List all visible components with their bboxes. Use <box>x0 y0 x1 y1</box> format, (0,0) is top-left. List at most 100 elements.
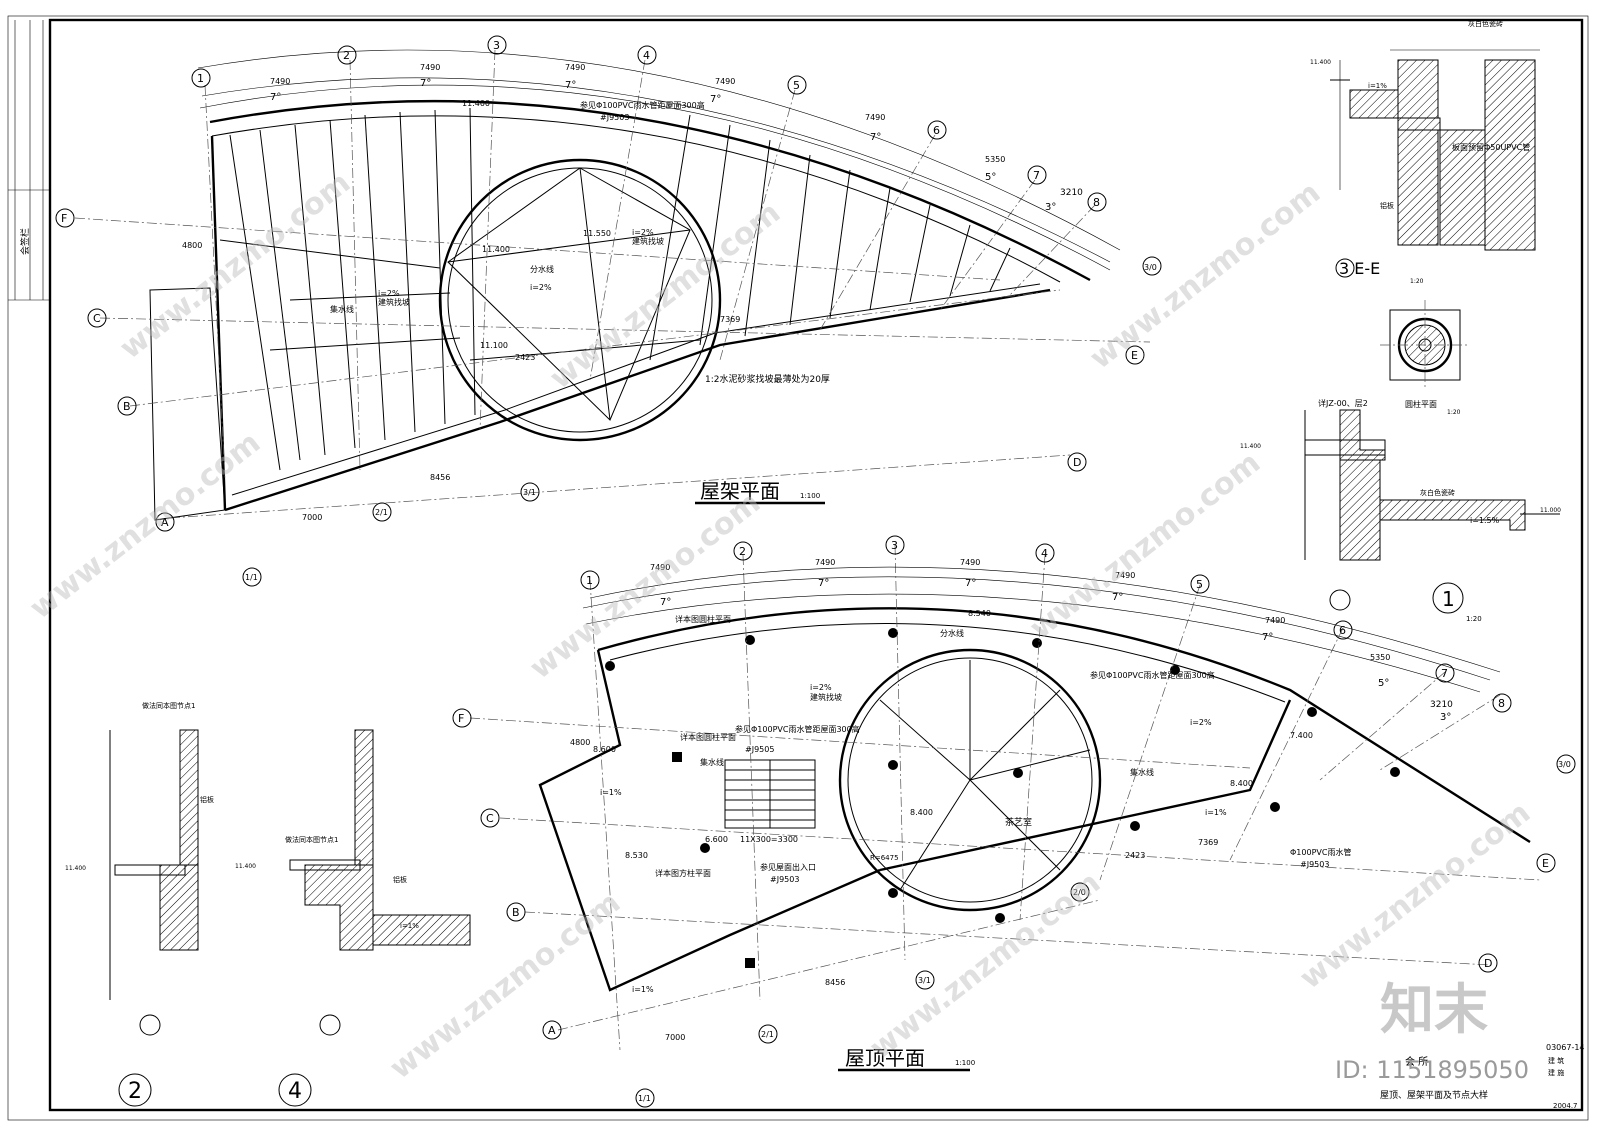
column-plan-title: 圆柱平面 <box>1405 399 1437 409</box>
svg-text:8.540: 8.540 <box>968 609 991 618</box>
truss-axis-bubbles <box>55 35 1162 587</box>
svg-text:3210: 3210 <box>1430 700 1453 710</box>
svg-text:3/1: 3/1 <box>523 488 536 497</box>
svg-text:www.znzmo.com: www.znzmo.com <box>523 485 767 686</box>
svg-text:F: F <box>61 212 67 225</box>
svg-text:7490: 7490 <box>565 63 585 72</box>
svg-text:2: 2 <box>739 545 746 558</box>
d1-elev2: 11.000 <box>1540 507 1561 514</box>
roof-plan-scale: 1:100 <box>955 1059 975 1067</box>
detail-1: 11.400 11.000 详JZ-00、层2 灰白色瓷砖 i=1.5% 1 1… <box>1240 398 1561 623</box>
svg-text:#J9503: #J9503 <box>600 113 629 122</box>
svg-text:8: 8 <box>1093 196 1100 209</box>
svg-text:7490: 7490 <box>270 77 290 86</box>
roof-plan-title: 屋顶平面 <box>845 1046 925 1070</box>
svg-text:#J9505: #J9505 <box>745 745 774 754</box>
svg-text:www.znzmo.com: www.znzmo.com <box>1293 795 1537 996</box>
drawing-frame <box>48 18 1584 1112</box>
svg-text:B: B <box>512 906 520 919</box>
svg-text:集水线: 集水线 <box>1130 767 1154 777</box>
svg-text:7490: 7490 <box>1115 571 1135 580</box>
svg-text:7: 7 <box>1033 169 1040 182</box>
roof-axis-bubbles <box>452 535 1576 1108</box>
svg-text:www.znzmo.com: www.znzmo.com <box>1023 445 1267 646</box>
svg-text:E: E <box>1542 857 1549 870</box>
svg-text:2/0: 2/0 <box>1073 888 1086 897</box>
svg-text:建筑找坡: 建筑找坡 <box>810 692 842 702</box>
svg-text:1:2水泥砂浆找坡最薄处为20厚: 1:2水泥砂浆找坡最薄处为20厚 <box>705 373 830 385</box>
svg-text:www.znzmo.com: www.znzmo.com <box>113 165 357 366</box>
svg-text:详本图方柱平面: 详本图方柱平面 <box>655 868 711 878</box>
svg-text:i=1%: i=1% <box>632 985 654 994</box>
d2-note: 做法同本图节点1 <box>142 701 195 710</box>
svg-text:i=2%: i=2% <box>1190 718 1212 727</box>
svg-text:D: D <box>1073 456 1081 469</box>
d4-al: 铝板 <box>393 875 407 884</box>
truss-rafters <box>219 107 1011 471</box>
section-ee: 11.400 灰白色瓷砖 板面预留Φ50UPVC管 铝板 i=1% 3 E-E … <box>1310 19 1540 285</box>
svg-text:7°: 7° <box>818 578 829 589</box>
svg-text:7°: 7° <box>660 597 671 608</box>
svg-text:7490: 7490 <box>865 113 885 122</box>
svg-text:2423: 2423 <box>1125 851 1145 860</box>
ee-slope: i=1% <box>1368 82 1387 90</box>
svg-text:3: 3 <box>493 39 500 52</box>
svg-text:7°: 7° <box>965 578 976 589</box>
svg-text:A: A <box>161 516 169 529</box>
svg-text:参见Φ100PVC雨水管距屋面300高: 参见Φ100PVC雨水管距屋面300高 <box>735 724 860 734</box>
svg-text:7490: 7490 <box>650 563 670 572</box>
sheet-border <box>7 15 1589 1121</box>
svg-text:www.znzmo.com: www.znzmo.com <box>1083 175 1327 376</box>
svg-text:1: 1 <box>586 574 593 587</box>
svg-text:7000: 7000 <box>665 1033 685 1042</box>
svg-text:i=1%: i=1% <box>600 788 622 797</box>
svg-text:7490: 7490 <box>960 558 980 567</box>
svg-text:3: 3 <box>891 539 898 552</box>
svg-text:i=1%: i=1% <box>1205 808 1227 817</box>
svg-text:8456: 8456 <box>825 978 845 987</box>
svg-text:5°: 5° <box>985 172 996 183</box>
svg-text:C: C <box>486 812 494 825</box>
tea-room-circle <box>838 648 1102 912</box>
svg-text:3/1: 3/1 <box>918 976 931 985</box>
column-plan-scale: 1:20 <box>1447 409 1461 416</box>
svg-text:i=2%: i=2% <box>530 283 552 292</box>
svg-text:#J9503: #J9503 <box>770 875 799 884</box>
tea-room-label: 茶艺室 <box>1005 816 1032 828</box>
tb-disc1: 建 筑 <box>1548 1056 1564 1065</box>
svg-text:7°: 7° <box>710 94 721 105</box>
svg-text:8.400: 8.400 <box>910 808 933 817</box>
svg-text:7369: 7369 <box>720 315 740 324</box>
svg-text:6: 6 <box>933 124 940 137</box>
svg-text:www.znzmo.com: www.znzmo.com <box>23 425 267 626</box>
svg-text:i=2%: i=2% <box>632 228 654 237</box>
svg-text:8.400: 8.400 <box>1230 779 1253 788</box>
svg-text:7: 7 <box>1441 667 1448 680</box>
radius-label: R=6475 <box>870 854 899 862</box>
svg-text:6.600: 6.600 <box>705 835 728 844</box>
tb-code: 03067-14 <box>1546 1043 1585 1052</box>
ee-elev: 11.400 <box>1310 59 1331 66</box>
svg-text:5350: 5350 <box>1370 653 1390 662</box>
detail-4-title: 4 <box>288 1079 302 1104</box>
svg-text:参见屋面出入口: 参见屋面出入口 <box>760 862 816 872</box>
svg-text:详本图圆柱平面: 详本图圆柱平面 <box>680 732 736 742</box>
svg-text:3210: 3210 <box>1060 188 1083 198</box>
svg-text:7369: 7369 <box>1198 838 1218 847</box>
svg-text:2/1: 2/1 <box>375 508 388 517</box>
signoff-label: 会签栏 <box>19 228 31 255</box>
svg-text:8.600: 8.600 <box>593 745 616 754</box>
detail-1-title: 1 <box>1442 587 1455 611</box>
tb-disc2: 建 施 <box>1548 1068 1564 1077</box>
truss-circle <box>438 158 722 442</box>
stair <box>724 759 816 829</box>
roof-axis-labels: 12 34 56 78 3/0 FC BA ED 1/12/1 3/12/0 <box>458 539 1571 1103</box>
roof-notes: 8.540 8.600 8.530 8.400 8.400 7.400 6.60… <box>593 609 1351 994</box>
svg-text:7°: 7° <box>270 92 281 103</box>
svg-text:建筑找坡: 建筑找坡 <box>378 297 410 307</box>
svg-text:集水线: 集水线 <box>700 757 724 767</box>
svg-text:2: 2 <box>343 49 350 62</box>
svg-text:3°: 3° <box>1045 202 1056 213</box>
svg-text:11.100: 11.100 <box>480 341 508 350</box>
